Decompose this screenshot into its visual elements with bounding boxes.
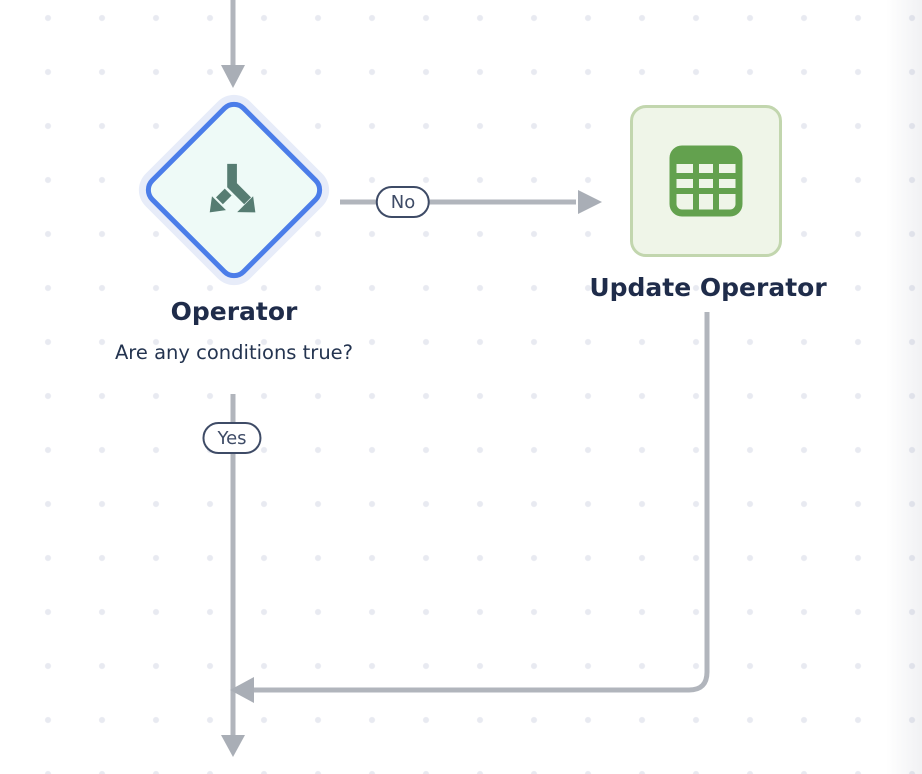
yes-edge-arrowhead-icon [221, 735, 245, 757]
operator-node-title: Operator [170, 297, 298, 326]
no-edge-arrowhead-icon [578, 190, 602, 214]
table-icon [669, 145, 743, 217]
yes-branch-label: Yes [202, 422, 262, 454]
no-branch-label: No [375, 186, 431, 218]
yes-branch-label-text: Yes [217, 427, 247, 449]
node-update-operator[interactable] [630, 105, 782, 257]
branch-split-icon [209, 163, 256, 213]
update-output-edge-line [254, 312, 710, 693]
node-operator[interactable] [139, 95, 329, 285]
update-operator-node-title: Update Operator [589, 273, 827, 302]
operator-node-subtitle: Are any conditions true? [114, 341, 354, 364]
update-output-arrowhead-icon [230, 677, 254, 703]
node-operator-icon-wrap [172, 131, 296, 255]
no-branch-label-text: No [390, 191, 416, 213]
incoming-edge-arrowhead-icon [221, 65, 245, 88]
